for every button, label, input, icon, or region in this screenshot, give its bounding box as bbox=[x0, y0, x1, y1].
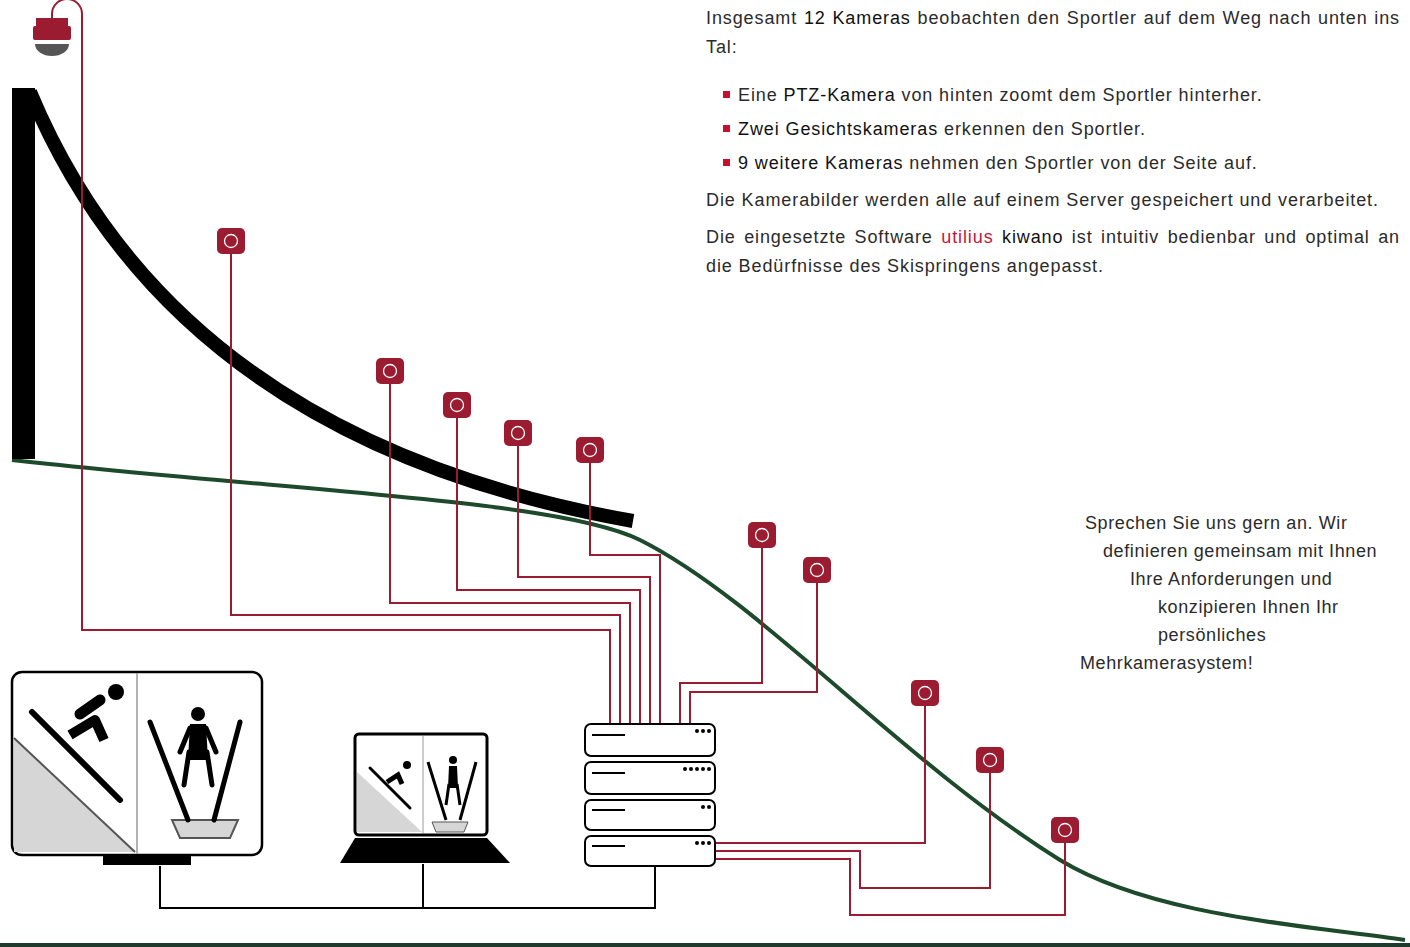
text-run: nehmen den Sportler von der Seite auf. bbox=[909, 153, 1257, 173]
text-run: Sprechen Sie uns gern an. Wir definieren… bbox=[1080, 513, 1377, 673]
inrun bbox=[30, 92, 633, 521]
text-run: erkennen den Sportler. bbox=[944, 119, 1146, 139]
bullet-item: Zwei Gesichtskameras erkennen den Sportl… bbox=[738, 112, 1400, 146]
contact-paragraph: Sprechen Sie uns gern an. Wir definieren… bbox=[1080, 509, 1402, 677]
body-paragraph: Die Kamerabilder werden alle auf einem S… bbox=[706, 186, 1400, 215]
server-stack bbox=[585, 724, 715, 866]
text-run: Eine bbox=[738, 85, 778, 105]
side-cameras bbox=[217, 228, 1079, 843]
contact-block: Sprechen Sie uns gern an. Wir definieren… bbox=[1080, 509, 1402, 677]
bullet-item: 9 weitere Kameras nehmen den Sportler vo… bbox=[738, 146, 1400, 180]
bullet-list: Eine PTZ-Kamera von hinten zoomt dem Spo… bbox=[706, 78, 1400, 180]
text-run: PTZ-Kamera bbox=[784, 85, 896, 105]
text-run: von hinten zoomt dem Sportler hinterher. bbox=[901, 85, 1262, 105]
text-run: kiwano bbox=[1002, 227, 1063, 247]
text-run: Die eingesetzte Software bbox=[706, 227, 933, 247]
text-run: Die Kamerabilder werden alle auf einem S… bbox=[706, 190, 1379, 210]
bullet-item: Eine PTZ-Kamera von hinten zoomt dem Spo… bbox=[738, 78, 1400, 112]
text-run: utilius bbox=[941, 227, 993, 247]
text-run: 12 Kameras bbox=[804, 8, 911, 28]
laptop bbox=[340, 734, 510, 863]
text-block: Insgesamt 12 Kameras beobachten den Spor… bbox=[706, 4, 1400, 281]
ptz-camera bbox=[33, 18, 71, 56]
body-paragraph: Die eingesetzte Software utilius kiwano … bbox=[706, 223, 1400, 281]
text-run: 9 weitere Kameras bbox=[738, 153, 903, 173]
monitor bbox=[12, 672, 262, 865]
network-cable bbox=[160, 864, 655, 908]
text-run: Insgesamt bbox=[706, 8, 797, 28]
text-run: Zwei Gesichtskameras bbox=[738, 119, 938, 139]
ground-line bbox=[0, 943, 1410, 947]
intro-paragraph: Insgesamt 12 Kameras beobachten den Spor… bbox=[706, 4, 1400, 62]
landing-hill bbox=[12, 460, 1405, 940]
jump-tower bbox=[12, 88, 35, 459]
